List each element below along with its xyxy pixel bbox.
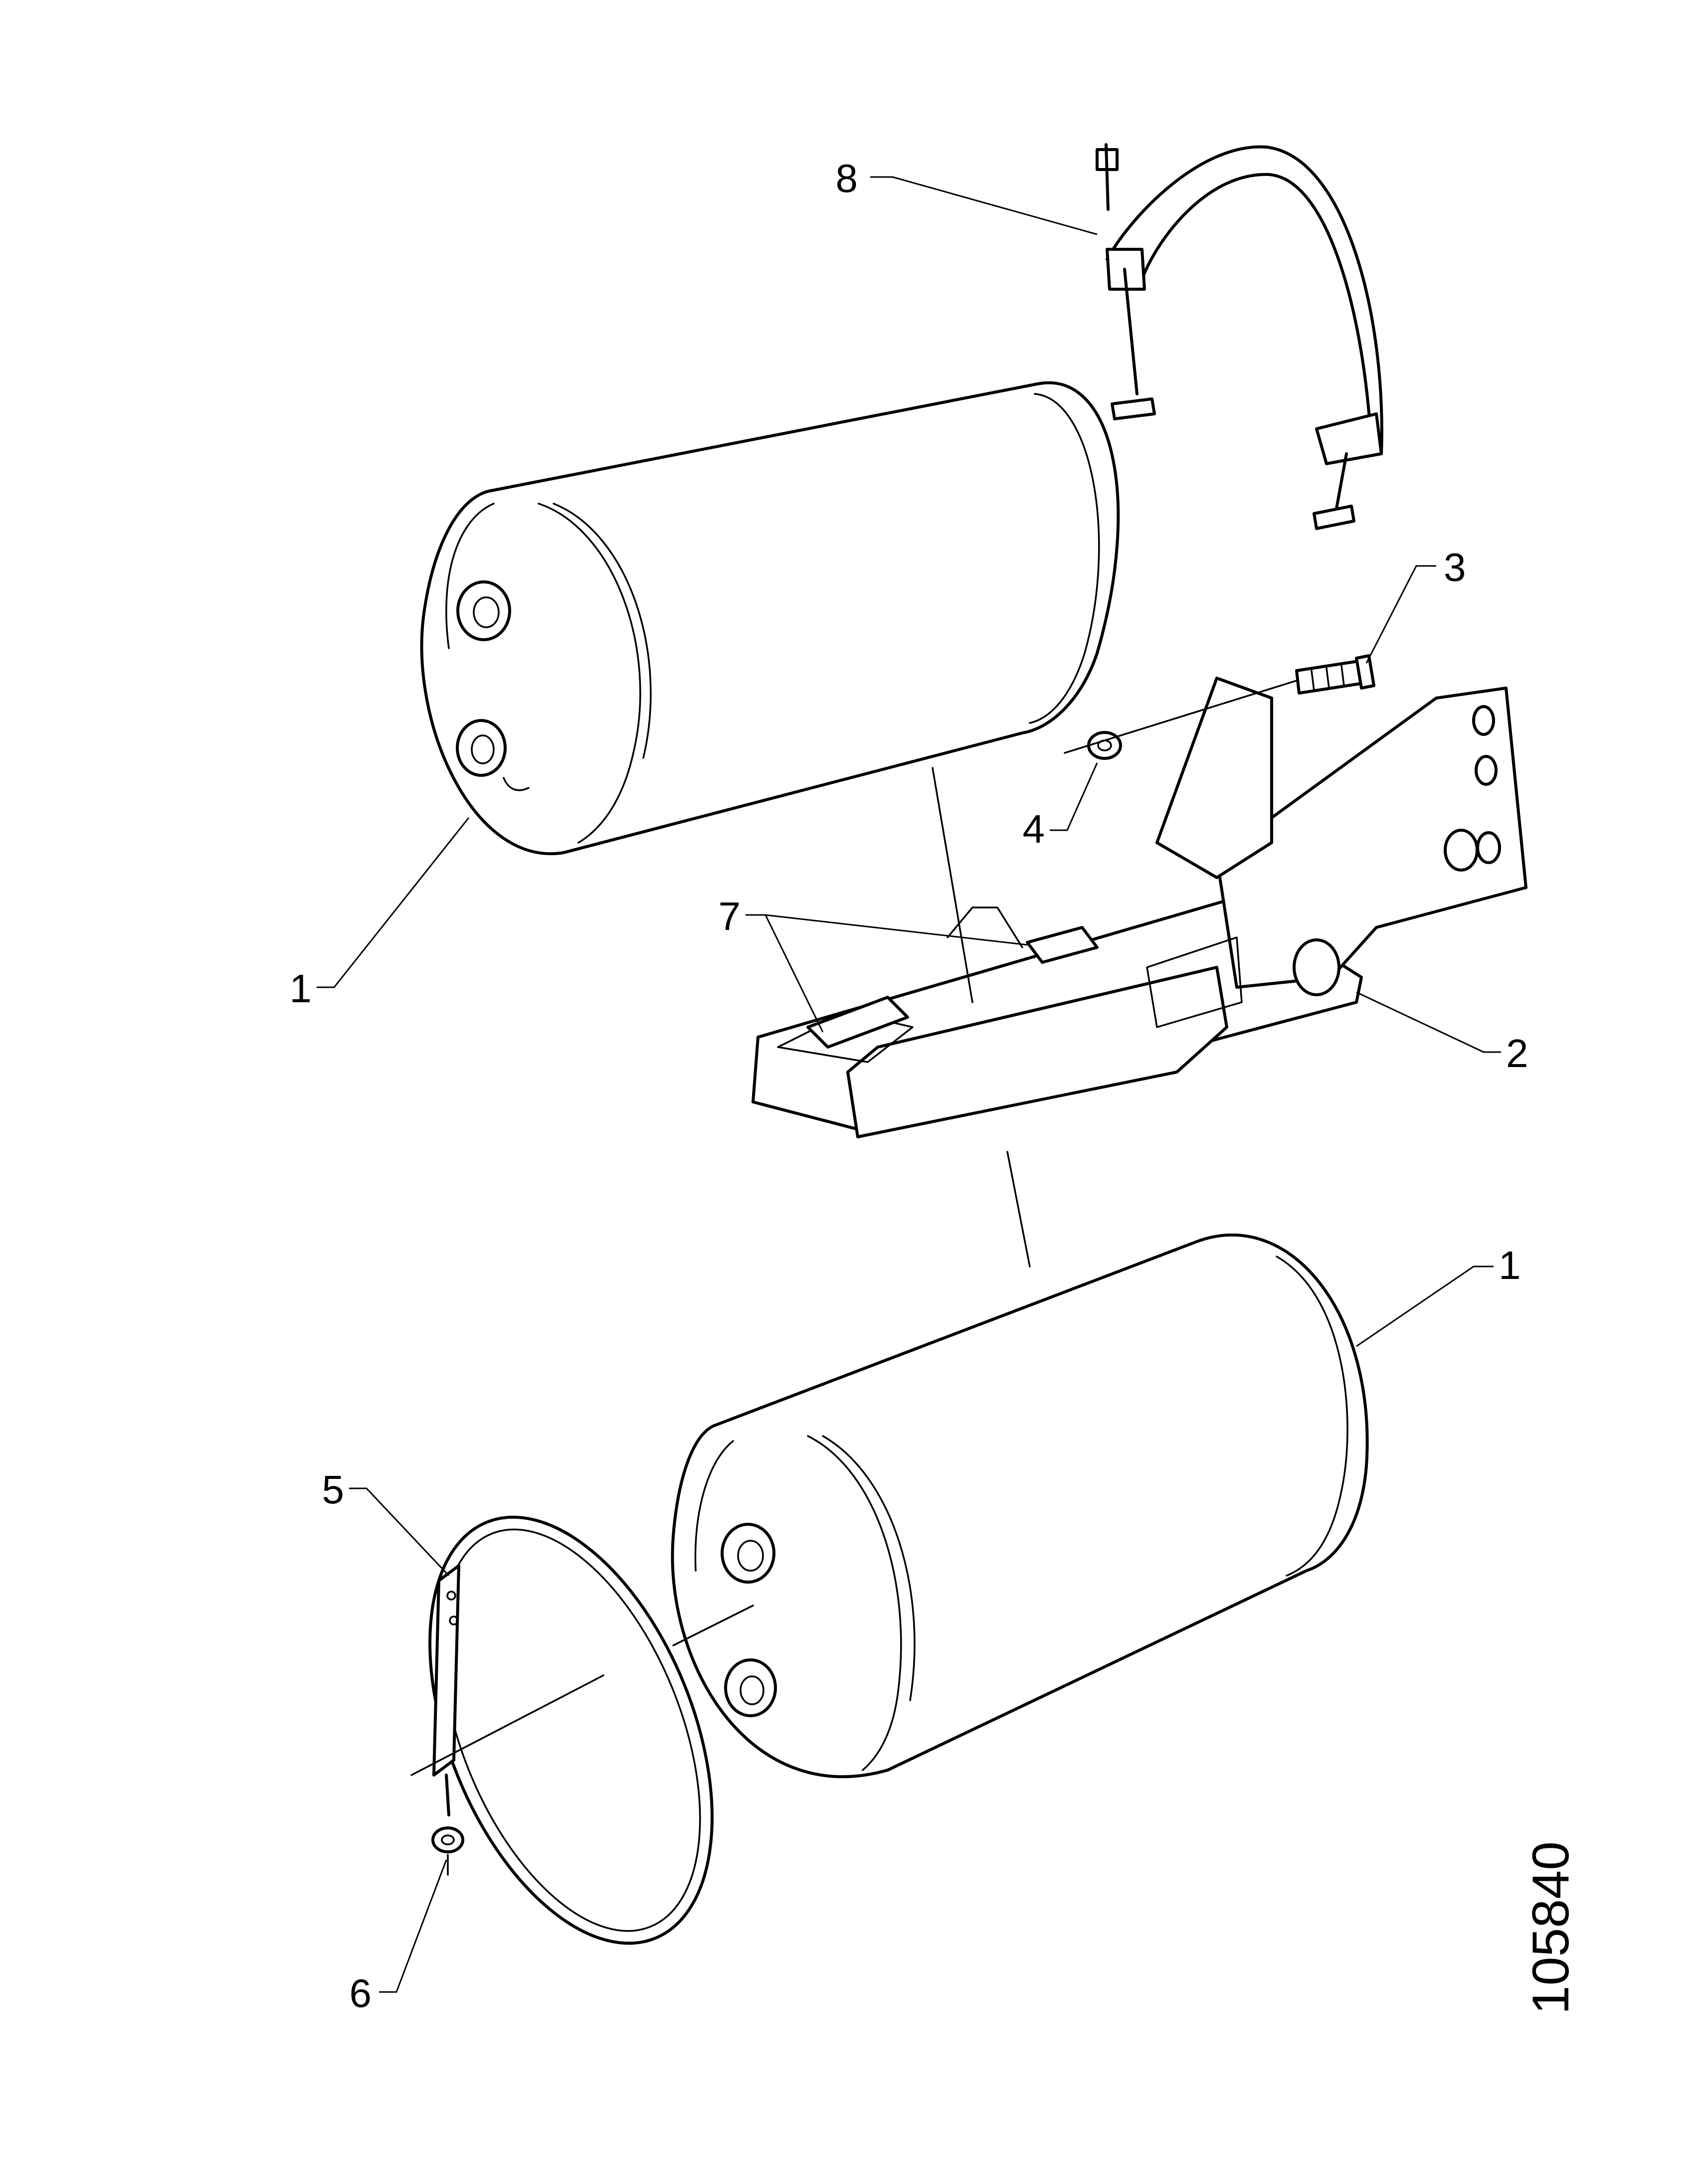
tension-strap-upper [1096, 143, 1383, 530]
port-fitting [456, 580, 511, 641]
callout-3: 3 [1444, 545, 1466, 589]
bolt [1295, 654, 1375, 695]
leader-line-1-top [317, 817, 470, 988]
assembly-line [410, 1674, 604, 1776]
leader-line-4 [1050, 762, 1098, 831]
leader-line-3 [1365, 565, 1436, 664]
port-fitting [724, 1658, 777, 1717]
port-fitting [456, 719, 507, 777]
figure-number: 105840 [1522, 1841, 1580, 2014]
leader-line-7 [746, 914, 1028, 1033]
air-tank-lower [671, 1234, 1369, 1779]
rubber-pad [1026, 926, 1099, 964]
leader-line-8 [870, 176, 1098, 235]
assembly-line [1064, 680, 1298, 754]
assembly-line [932, 767, 973, 1003]
callout-7: 7 [719, 894, 741, 938]
nut-strap [431, 1826, 464, 1853]
port-fitting [721, 1523, 775, 1584]
callout-1-bottom: 1 [1499, 1243, 1521, 1287]
callout-6: 6 [350, 1971, 372, 2015]
rubber-pad [806, 996, 909, 1049]
leader-line-6 [379, 1859, 447, 1993]
leader-line-2 [1356, 991, 1501, 1053]
callout-5: 5 [322, 1467, 345, 1512]
assembly-line [1006, 1151, 1031, 1267]
callout-4: 4 [1023, 807, 1045, 851]
air-tank-upper [420, 381, 1120, 856]
leader-line-1-bottom [1356, 1265, 1494, 1347]
callout-1-top: 1 [290, 966, 312, 1011]
leader-line-5 [349, 1487, 450, 1577]
tension-strap-lower [428, 1515, 714, 1945]
callout-2: 2 [1506, 1031, 1528, 1076]
assembly-line [672, 1605, 754, 1646]
tank-bracket [752, 677, 1527, 1138]
callout-8: 8 [836, 156, 858, 200]
